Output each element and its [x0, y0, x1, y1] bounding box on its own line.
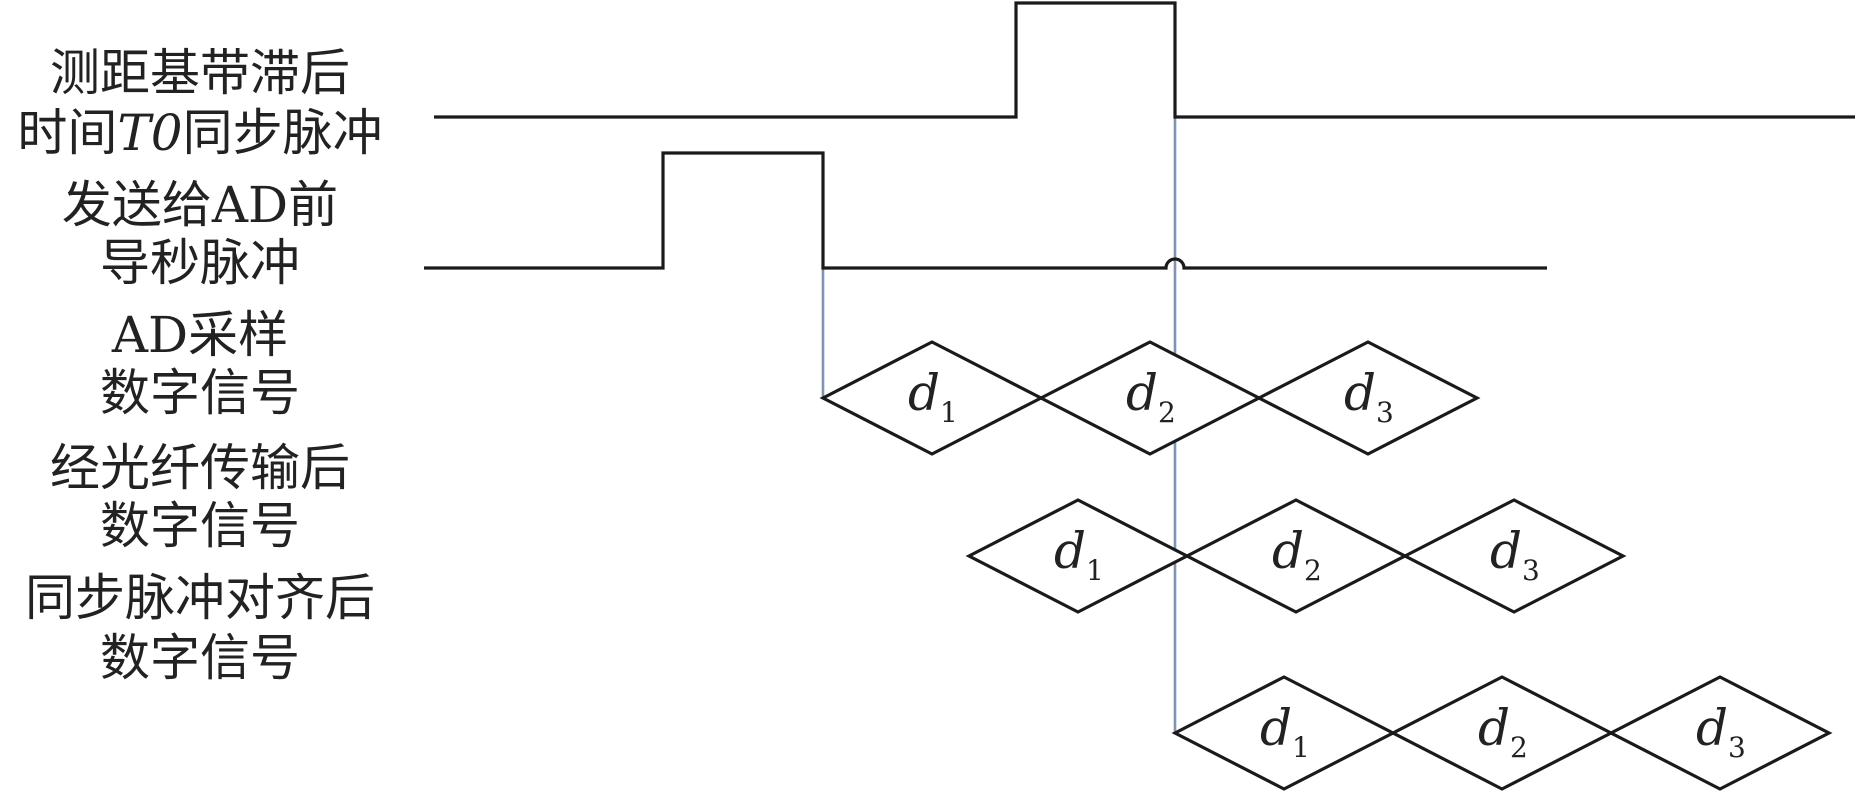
t0-pulse-label-line1: 测距基带滞后: [50, 44, 350, 102]
aligned-label-d3: d3: [1696, 699, 1746, 764]
t0-sync-pulse-waveform: [434, 1, 1855, 119]
aligned-label-d1: d1: [1260, 699, 1310, 764]
aligned-signal: d1 d2 d3: [1171, 675, 1833, 791]
ad-sample-label-line2: 数字信号: [100, 364, 300, 422]
ad-sample-label-d2: d2: [1126, 364, 1176, 429]
fiber-label-line1: 经光纤传输后: [50, 439, 350, 497]
ad-sample-cell-d3: [1255, 340, 1481, 456]
ad-sample-label-line1: AD采样: [111, 306, 288, 364]
t0-pulse-label-line2: 时间T0同步脉冲: [17, 104, 382, 162]
ad-sample-label-d3: d3: [1344, 364, 1394, 429]
ad-pulse-label-line2: 导秒脉冲: [100, 234, 300, 292]
aligned-label-d2: d2: [1478, 699, 1528, 764]
fiber-label-d3: d3: [1490, 522, 1540, 587]
t0-symbol: T0: [117, 104, 182, 162]
ad-second-pulse-waveform: [424, 151, 1547, 270]
fiber-transmitted-signal: d1 d2 d3: [965, 498, 1627, 614]
fiber-cell-d3: [1401, 498, 1627, 614]
t0-pulse-label-prefix: 时间: [17, 104, 117, 162]
ad-sample-signal: d1 d2 d3: [819, 340, 1481, 456]
t0-pulse-label-suffix: 同步脉冲: [183, 104, 383, 162]
fiber-label-d1: d1: [1054, 522, 1104, 587]
ad-pulse-label-line1: 发送给AD前: [62, 176, 338, 234]
aligned-cell-d3: [1607, 675, 1833, 791]
fiber-label-d2: d2: [1272, 522, 1322, 587]
row-labels: 测距基带滞后 时间T0同步脉冲 发送给AD前 导秒脉冲 AD采样 数字信号 经光…: [17, 44, 382, 687]
ad-sample-label-d1: d1: [908, 364, 958, 429]
aligned-label-line2: 数字信号: [100, 629, 300, 687]
fiber-label-line2: 数字信号: [100, 497, 300, 555]
aligned-label-line1: 同步脉冲对齐后: [25, 569, 375, 627]
